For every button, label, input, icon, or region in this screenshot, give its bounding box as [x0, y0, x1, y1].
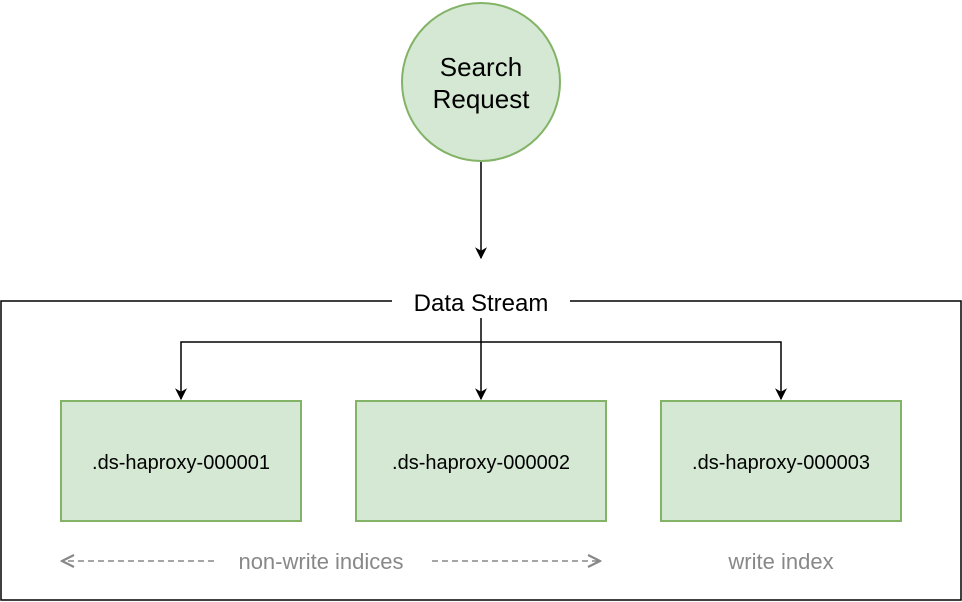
- index-box-000003-rect: [660, 400, 902, 522]
- right-connector: [481, 341, 787, 401]
- search-request-circle: [401, 2, 561, 162]
- index-box-000001: .ds-haproxy-000001: [60, 400, 302, 522]
- index-box-000003: .ds-haproxy-000003: [660, 400, 902, 522]
- non-write-indices-annotation: non-write indices: [62, 549, 600, 574]
- data-stream-container: Data Stream: [0, 286, 962, 601]
- distribution-connectors: [175, 318, 787, 401]
- search-request-label-line1: Search: [440, 52, 522, 82]
- search-request-node: Search Request: [401, 2, 561, 162]
- data-stream-title: Data Stream: [414, 290, 549, 317]
- non-write-indices-label: non-write indices: [238, 549, 403, 574]
- index-box-000002: .ds-haproxy-000002: [355, 400, 607, 522]
- data-stream-title-background: [392, 286, 570, 318]
- index-box-000001-rect: [60, 400, 302, 522]
- write-index-label: write index: [727, 549, 833, 574]
- index-box-000003-label: .ds-haproxy-000003: [692, 452, 870, 474]
- index-box-000002-rect: [355, 400, 607, 522]
- index-box-000002-label: .ds-haproxy-000002: [392, 452, 570, 474]
- left-connector: [175, 341, 481, 401]
- search-request-label-line2: Request: [433, 84, 531, 114]
- index-box-000001-label: .ds-haproxy-000001: [92, 452, 270, 474]
